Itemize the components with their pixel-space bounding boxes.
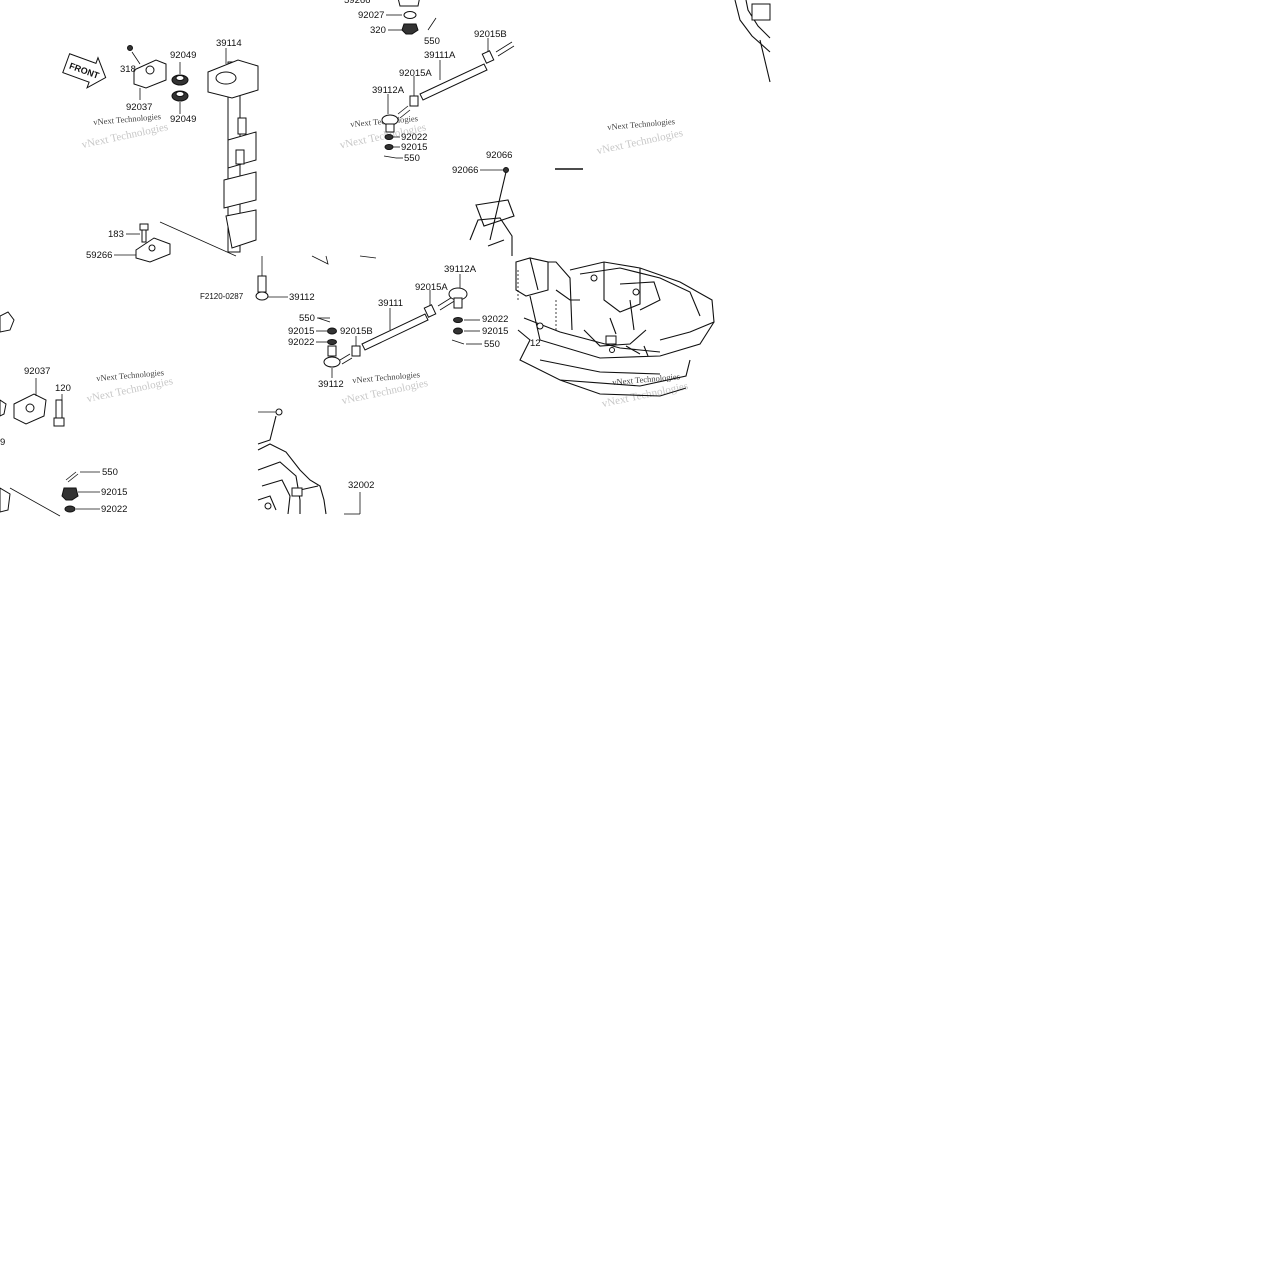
label-92015-mid: 92015 [288, 326, 314, 337]
label-92022-mid: 92022 [288, 337, 314, 348]
label-39114: 39114 [216, 38, 242, 49]
label-550-top: 550 [424, 36, 440, 47]
top-hardware-stack [397, 0, 437, 35]
label-92022-low: 92022 [101, 504, 127, 515]
bushing-92049 [171, 74, 189, 102]
bolt-183 [139, 223, 149, 243]
reference-code: F2120-0287 [200, 292, 244, 301]
pivot-39112 [255, 256, 269, 301]
label-92037-left: 92037 [24, 366, 50, 377]
label-59266-top: 59266 [344, 0, 370, 6]
label-550-mid: 550 [299, 313, 315, 324]
label-39111: 39111 [378, 298, 403, 309]
label-92037-top: 92037 [126, 102, 152, 113]
label-92015B-mid: 92015B [340, 326, 373, 337]
frame-section-top [469, 171, 515, 256]
frame-section-topright [734, 0, 771, 83]
label-92015-right: 92015 [482, 326, 508, 337]
label-92015A-mid: 92015A [415, 282, 448, 293]
label-92066-b: 92066 [452, 165, 478, 176]
label-12: 12 [530, 338, 541, 349]
label-92066-a: 92066 [486, 150, 512, 161]
label-120: 120 [55, 383, 71, 394]
label-92022-right: 92022 [482, 314, 508, 325]
watermark-1: vNext Technologies vNext Technologies [81, 111, 170, 151]
label-9: 9 [0, 437, 5, 448]
label-92049-a: 92049 [170, 50, 196, 61]
label-92027: 92027 [358, 10, 384, 21]
vehicle-frame [515, 257, 715, 397]
steering-shaft-assembly [159, 59, 259, 257]
watermark-3: vNext Technologies vNext Technologies [596, 116, 685, 157]
label-318: 318 [120, 64, 136, 75]
lower-hardware-stack [0, 471, 79, 517]
label-92049-b: 92049 [170, 114, 196, 125]
label-92015-low: 92015 [101, 487, 127, 498]
label-59266-left: 59266 [86, 250, 112, 261]
tie-rod-39111A [397, 41, 515, 119]
label-32002: 32002 [348, 480, 374, 491]
tie-rod-end-39112-left [317, 317, 341, 368]
tie-rod-end-39112A-right [448, 287, 468, 345]
label-39111A: 39111A [424, 50, 456, 61]
bracket-92037 [127, 45, 167, 89]
label-92022-top: 92022 [401, 132, 427, 143]
label-39112-mid: 39112 [289, 292, 315, 303]
label-92015A-top: 92015A [399, 68, 432, 79]
front-arrow-icon: FRONT [62, 53, 107, 89]
label-550-top2: 550 [404, 153, 420, 164]
label-550-right: 550 [484, 339, 500, 350]
label-39112-low: 39112 [318, 379, 344, 390]
label-183: 183 [108, 229, 124, 240]
label-92015-top: 92015 [401, 142, 427, 153]
watermark-4: vNext Technologies vNext Technologies vN… [86, 367, 430, 407]
lower-left-bracket [0, 311, 47, 425]
label-92015B-top: 92015B [474, 29, 507, 40]
label-320: 320 [370, 25, 386, 36]
mount-59266 [135, 237, 171, 263]
label-39112A-mid: 39112A [444, 264, 477, 275]
lower-frame-section [257, 408, 327, 515]
label-39112A-top: 39112A [372, 85, 405, 96]
label-550-low: 550 [102, 467, 118, 478]
bolt-120 [53, 399, 65, 427]
